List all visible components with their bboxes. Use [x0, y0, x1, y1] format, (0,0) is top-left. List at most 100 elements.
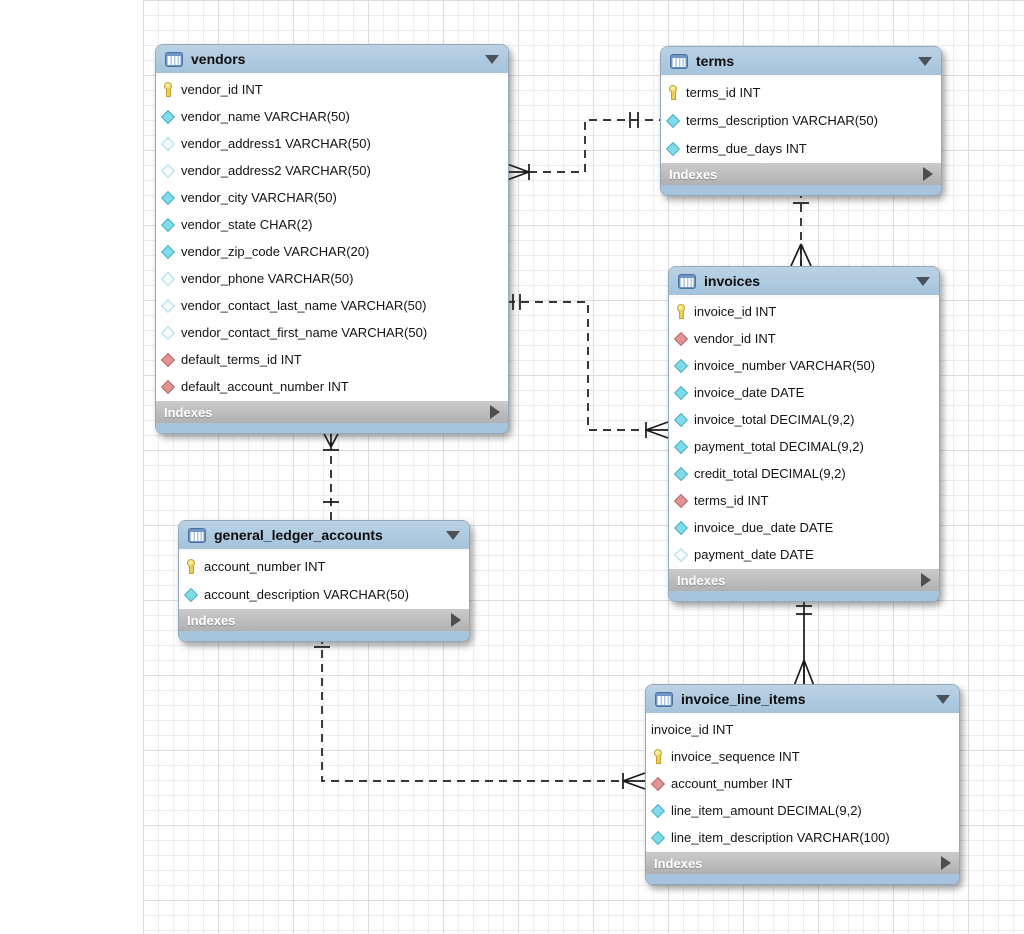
indexes-bar[interactable]: Indexes	[669, 569, 939, 591]
collapse-arrow-icon[interactable]	[446, 530, 460, 540]
attribute-nullable-icon	[161, 325, 175, 340]
column-row[interactable]: invoice_total DECIMAL(9,2)	[669, 406, 939, 433]
attribute-nullable-icon	[674, 547, 688, 562]
table-invoices[interactable]: invoices invoice_id INT vendor_id INT in…	[668, 266, 940, 602]
indexes-bar[interactable]: Indexes	[156, 401, 508, 423]
collapse-arrow-icon[interactable]	[918, 56, 932, 66]
column-label: vendor_state CHAR(2)	[181, 217, 313, 232]
column-label: default_terms_id INT	[181, 352, 302, 367]
column-row[interactable]: vendor_name VARCHAR(50)	[156, 103, 508, 130]
column-row[interactable]: terms_description VARCHAR(50)	[661, 106, 941, 134]
expand-arrow-icon[interactable]	[490, 405, 500, 419]
column-label: terms_id INT	[694, 493, 769, 508]
column-row[interactable]: credit_total DECIMAL(9,2)	[669, 460, 939, 487]
column-row[interactable]: vendor_contact_first_name VARCHAR(50)	[156, 319, 508, 346]
column-row[interactable]: terms_id INT	[661, 78, 941, 106]
relationship-invoices-invoice-line-items[interactable]	[793, 596, 815, 687]
column-row[interactable]: invoice_id INT	[669, 298, 939, 325]
column-label: vendor_phone VARCHAR(50)	[181, 271, 354, 286]
column-row[interactable]: invoice_sequence INT	[646, 743, 959, 770]
indexes-label: Indexes	[654, 855, 703, 871]
column-row[interactable]: terms_due_days INT	[661, 134, 941, 162]
column-row[interactable]: vendor_phone VARCHAR(50)	[156, 265, 508, 292]
collapse-arrow-icon[interactable]	[916, 276, 930, 286]
table-header[interactable]: invoices	[669, 267, 939, 297]
indexes-label: Indexes	[187, 612, 236, 628]
column-row[interactable]: invoice_date DATE	[669, 379, 939, 406]
column-row[interactable]: vendor_address2 VARCHAR(50)	[156, 157, 508, 184]
primary-key-icon	[184, 558, 198, 574]
column-label: invoice_id INT	[651, 722, 734, 737]
column-row[interactable]: vendor_state CHAR(2)	[156, 211, 508, 238]
column-label: payment_date DATE	[694, 547, 814, 562]
indexes-bar[interactable]: Indexes	[661, 163, 941, 185]
table-header[interactable]: vendors	[156, 45, 508, 75]
indexes-bar[interactable]: Indexes	[179, 609, 469, 631]
attribute-icon	[666, 113, 680, 128]
relationship-general-ledger-accounts-invoice-line-items[interactable]	[314, 636, 646, 790]
foreign-key-icon	[674, 331, 688, 346]
table-title: general_ledger_accounts	[214, 527, 383, 543]
column-label: terms_id INT	[686, 84, 761, 100]
relationship-vendors-general-ledger-accounts[interactable]	[320, 427, 342, 520]
column-row[interactable]: line_item_description VARCHAR(100)	[646, 824, 959, 851]
column-row[interactable]: vendor_id INT	[156, 76, 508, 103]
column-row[interactable]: vendor_address1 VARCHAR(50)	[156, 130, 508, 157]
column-row[interactable]: vendor_contact_last_name VARCHAR(50)	[156, 292, 508, 319]
table-bottom-strip	[646, 874, 959, 884]
foreign-key-icon	[674, 493, 688, 508]
table-icon	[188, 527, 206, 543]
column-row[interactable]: default_terms_id INT	[156, 346, 508, 373]
column-row[interactable]: default_account_number INT	[156, 373, 508, 400]
attribute-nullable-icon	[161, 271, 175, 286]
column-row[interactable]: invoice_number VARCHAR(50)	[669, 352, 939, 379]
column-label: vendor_id INT	[694, 331, 776, 346]
attribute-icon	[161, 109, 175, 124]
expand-arrow-icon[interactable]	[451, 613, 461, 627]
column-row[interactable]: vendor_id INT	[669, 325, 939, 352]
relationship-vendors-invoices[interactable]	[507, 294, 669, 439]
table-header[interactable]: invoice_line_items	[646, 685, 959, 715]
indexes-bar[interactable]: Indexes	[646, 852, 959, 874]
column-row[interactable]: account_description VARCHAR(50)	[179, 580, 469, 608]
column-row[interactable]: account_number INT	[646, 770, 959, 797]
column-label: vendor_address1 VARCHAR(50)	[181, 136, 371, 151]
attribute-icon	[161, 217, 175, 232]
foreign-key-icon	[161, 352, 175, 367]
table-general-ledger-accounts[interactable]: general_ledger_accounts account_number I…	[178, 520, 470, 642]
table-terms[interactable]: terms terms_id INT terms_description VAR…	[660, 46, 942, 196]
expand-arrow-icon[interactable]	[921, 573, 931, 587]
column-label: line_item_description VARCHAR(100)	[671, 830, 890, 845]
expand-arrow-icon[interactable]	[941, 856, 951, 870]
relationship-vendors-terms[interactable]	[506, 112, 660, 181]
relationship-terms-invoices[interactable]	[790, 190, 812, 267]
column-row[interactable]: payment_date DATE	[669, 541, 939, 568]
attribute-icon	[674, 520, 688, 535]
table-title: invoice_line_items	[681, 691, 806, 707]
collapse-arrow-icon[interactable]	[936, 694, 950, 704]
collapse-arrow-icon[interactable]	[485, 54, 499, 64]
column-row[interactable]: payment_total DECIMAL(9,2)	[669, 433, 939, 460]
attribute-icon	[666, 141, 680, 156]
column-row[interactable]: terms_id INT	[669, 487, 939, 514]
table-header[interactable]: terms	[661, 47, 941, 77]
expand-arrow-icon[interactable]	[923, 167, 933, 181]
table-invoice-line-items[interactable]: invoice_line_items invoice_id INT invoic…	[645, 684, 960, 885]
table-header[interactable]: general_ledger_accounts	[179, 521, 469, 551]
table-icon	[655, 691, 673, 707]
column-row[interactable]: invoice_id INT	[646, 716, 959, 743]
attribute-icon	[161, 244, 175, 259]
column-row[interactable]: account_number INT	[179, 552, 469, 580]
foreign-key-icon	[161, 379, 175, 394]
column-label: invoice_total DECIMAL(9,2)	[694, 412, 855, 427]
column-row[interactable]: invoice_due_date DATE	[669, 514, 939, 541]
column-label: payment_total DECIMAL(9,2)	[694, 439, 864, 454]
column-row[interactable]: line_item_amount DECIMAL(9,2)	[646, 797, 959, 824]
column-row[interactable]: vendor_zip_code VARCHAR(20)	[156, 238, 508, 265]
table-vendors[interactable]: vendors vendor_id INT vendor_name VARCHA…	[155, 44, 509, 434]
column-label: default_account_number INT	[181, 379, 349, 394]
primary-key-icon	[651, 749, 665, 764]
column-row[interactable]: vendor_city VARCHAR(50)	[156, 184, 508, 211]
